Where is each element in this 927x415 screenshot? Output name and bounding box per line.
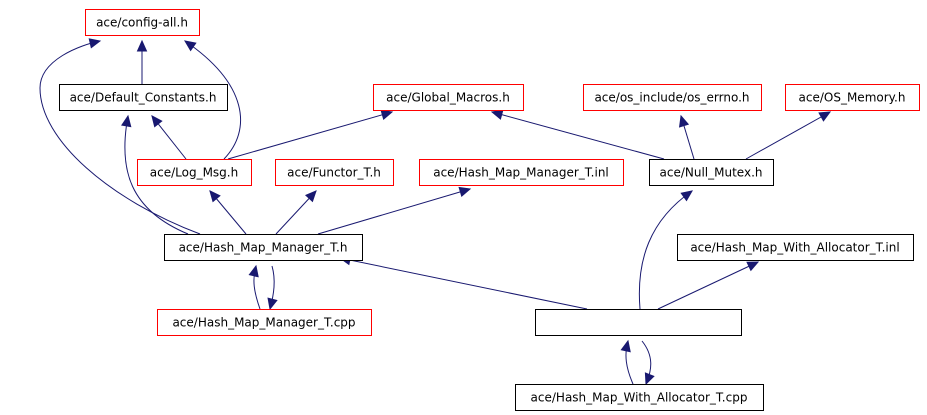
node-box <box>535 309 742 336</box>
arrowhead-icon <box>620 339 631 353</box>
node-box <box>419 159 624 186</box>
edge-line <box>39 40 201 235</box>
edge-hash_map_manager_h-to-log_msg <box>209 190 247 235</box>
edge-hash_map_manager_h-to-hash_map_manager_inl <box>317 186 472 235</box>
edge-line <box>491 111 665 160</box>
edge-line <box>317 188 471 235</box>
edge-hash_map_manager_h-to-config_all <box>39 38 201 235</box>
edge-log_msg-to-default_constants <box>151 115 187 160</box>
node-label: ace/Log_Msg.h <box>150 166 238 180</box>
node-box <box>649 159 774 186</box>
node-null-mutex[interactable]: ace/Null_Mutex.h <box>649 159 774 186</box>
edge-null_mutex-to-global_macros <box>490 109 665 160</box>
node-label: ace/Null_Mutex.h <box>660 166 763 180</box>
edge-line <box>227 111 393 160</box>
arrowhead-icon <box>304 190 317 203</box>
node-os-memory[interactable]: ace/OS_Memory.h <box>785 84 920 111</box>
node-box <box>164 234 363 261</box>
node-box <box>515 384 764 411</box>
node-label: ace/OS_Memory.h <box>799 91 906 105</box>
edge-line <box>657 261 759 310</box>
node-functor-t[interactable]: ace/Functor_T.h <box>275 159 394 186</box>
edge-line <box>184 40 242 160</box>
node-hash-map-with-alloc-cpp[interactable]: ace/Hash_Map_With_Allocator_T.cpp <box>515 384 764 411</box>
arrowhead-icon <box>490 109 504 120</box>
edge-hash_map_with_alloc_h-to-hash_map_with_alloc_cpp <box>641 340 655 386</box>
node-config-all[interactable]: ace/config-all.h <box>85 9 200 36</box>
node-label: ace/Hash_Map_Manager_T.inl <box>433 166 609 180</box>
arrowhead-icon <box>746 261 760 272</box>
edge-line <box>124 115 189 235</box>
node-box <box>85 9 200 36</box>
node-label: ace/Hash_Map_Manager_T.cpp <box>172 316 355 330</box>
arrowhead-icon <box>267 297 278 311</box>
arrowhead-icon <box>88 38 102 49</box>
node-hash-map-with-alloc-h: Hash_Map_With_Allocator_T.h <box>535 309 742 336</box>
edge-hash_map_manager_cpp-to-hash_map_manager_h <box>248 264 261 310</box>
node-box <box>583 84 762 111</box>
edge-log_msg-to-config_all <box>184 40 242 160</box>
edge-log_msg-to-global_macros <box>227 109 394 160</box>
arrowhead-icon <box>680 190 693 202</box>
node-label: ace/Hash_Map_With_Allocator_T.cpp <box>531 391 748 405</box>
edge-line <box>745 111 831 160</box>
node-label: ace/Functor_T.h <box>287 166 381 180</box>
edge-hash_map_manager_h-to-hash_map_manager_cpp <box>267 265 278 311</box>
edge-hash_map_with_alloc_cpp-to-hash_map_with_alloc_h <box>620 339 634 385</box>
node-global-macros[interactable]: ace/Global_Macros.h <box>373 84 524 111</box>
node-label: ace/Hash_Map_With_Allocator_T.inl <box>690 241 899 255</box>
edge-default_constants-to-config_all <box>136 39 148 84</box>
arrowhead-icon <box>644 372 655 386</box>
arrowhead-icon <box>818 111 832 122</box>
edge-line <box>638 190 693 310</box>
node-label: ace/Hash_Map_Manager_T.h <box>179 241 348 255</box>
edge-hash_map_with_alloc_h-to-hash_map_with_alloc_inl <box>657 261 760 310</box>
node-log-msg[interactable]: ace/Log_Msg.h <box>137 159 252 186</box>
node-hash-map-with-alloc-inl[interactable]: ace/Hash_Map_With_Allocator_T.inl <box>677 234 914 261</box>
node-label: ace/config-all.h <box>96 16 188 30</box>
node-label: ace/Global_Macros.h <box>386 91 510 105</box>
node-label: ace/Default_Constants.h <box>70 91 217 105</box>
arrowhead-icon <box>136 39 148 52</box>
node-label: ace/os_include/os_errno.h <box>594 91 749 105</box>
node-hash-map-manager-cpp[interactable]: ace/Hash_Map_Manager_T.cpp <box>157 309 372 336</box>
node-default-constants[interactable]: ace/Default_Constants.h <box>59 84 228 111</box>
node-label: Hash_Map_With_Allocator_T.h <box>549 316 726 330</box>
edge-line <box>339 257 588 310</box>
arrowhead-icon <box>678 114 690 128</box>
arrowhead-icon <box>380 109 394 120</box>
arrowhead-icon <box>121 114 132 128</box>
node-box <box>785 84 920 111</box>
edge-hash_map_manager_h-to-functor_t <box>275 190 317 235</box>
node-box <box>275 159 394 186</box>
edge-null_mutex-to-os_errno <box>678 114 695 160</box>
arrowhead-icon <box>248 264 259 278</box>
edge-null_mutex-to-os_memory <box>745 111 832 160</box>
arrowhead-icon <box>151 115 163 128</box>
node-box <box>373 84 524 111</box>
node-hash-map-manager-inl[interactable]: ace/Hash_Map_Manager_T.inl <box>419 159 624 186</box>
edge-hash_map_with_alloc_h-to-null_mutex <box>638 190 693 310</box>
node-box <box>157 309 372 336</box>
node-os-errno[interactable]: ace/os_include/os_errno.h <box>583 84 762 111</box>
edges-layer <box>39 38 832 386</box>
node-box <box>59 84 228 111</box>
node-box <box>677 234 914 261</box>
arrowhead-icon <box>184 40 197 52</box>
node-box <box>137 159 252 186</box>
arrowhead-icon <box>209 190 221 203</box>
arrowhead-icon <box>458 186 472 198</box>
edge-hash_map_with_alloc_h-to-hash_map_manager_h <box>338 254 588 310</box>
edge-hash_map_manager_h-to-default_constants <box>121 114 189 235</box>
node-hash-map-manager-h[interactable]: ace/Hash_Map_Manager_T.h <box>164 234 363 261</box>
